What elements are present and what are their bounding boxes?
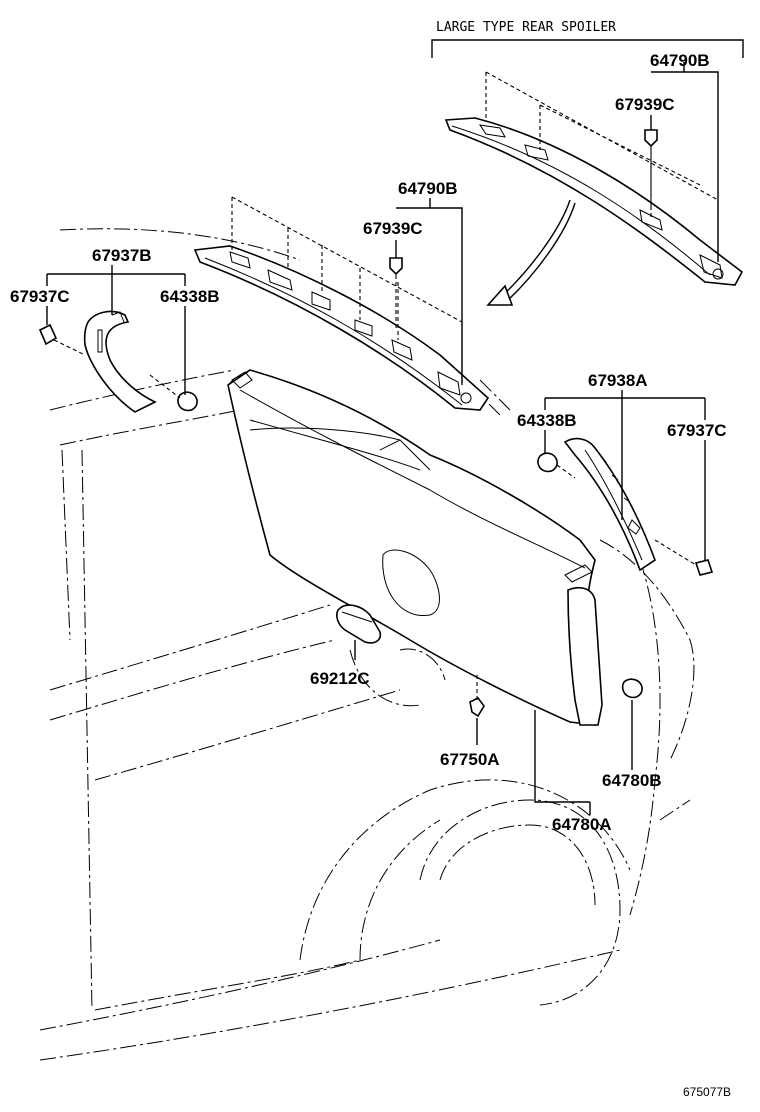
label-64338b-left: 64338B xyxy=(160,287,220,306)
clip-64780b xyxy=(621,678,643,699)
label-64790b-top: 64790B xyxy=(650,51,710,70)
part-labels: 64790B 67939C 64790B 67939C 67937B 67937… xyxy=(10,51,727,834)
label-64780a: 64780A xyxy=(552,815,612,834)
right-pillar-garnish xyxy=(563,437,656,572)
vehicle-body-outline xyxy=(39,228,695,1061)
label-67939c-top: 67939C xyxy=(615,95,675,114)
label-69212c: 69212C xyxy=(310,669,370,688)
standard-rear-spoiler-part xyxy=(193,245,490,411)
large-rear-spoiler-part xyxy=(444,117,744,286)
clip-67937c-right xyxy=(654,539,714,576)
figure-reference: 675077B xyxy=(683,1085,731,1099)
header-bracket: LARGE TYPE REAR SPOILER xyxy=(431,20,744,58)
left-pillar-garnish xyxy=(83,310,157,413)
handle-pocket-part xyxy=(336,604,382,644)
clip-67937c-left xyxy=(38,323,86,356)
replace-arrow xyxy=(486,199,576,306)
clip-67750a xyxy=(469,675,485,718)
label-67938a: 67938A xyxy=(588,371,648,390)
label-67937c-left: 67937C xyxy=(10,287,70,306)
label-67937c-right: 67937C xyxy=(667,421,727,440)
header-label: LARGE TYPE REAR SPOILER xyxy=(436,20,616,35)
clip-64338b-left xyxy=(149,374,198,412)
leader-lines xyxy=(46,62,719,815)
label-67750a: 67750A xyxy=(440,750,500,769)
clip-67939c-mid xyxy=(389,257,403,330)
label-67937b: 67937B xyxy=(92,246,152,265)
label-67939c-mid: 67939C xyxy=(363,219,423,238)
label-64790b-mid: 64790B xyxy=(398,179,458,198)
clip-64338b-right xyxy=(537,452,576,479)
clip-67939c-top xyxy=(644,129,658,210)
back-door-trim-board xyxy=(227,369,603,726)
label-64780b: 64780B xyxy=(602,771,662,790)
label-64338b-right: 64338B xyxy=(517,411,577,430)
